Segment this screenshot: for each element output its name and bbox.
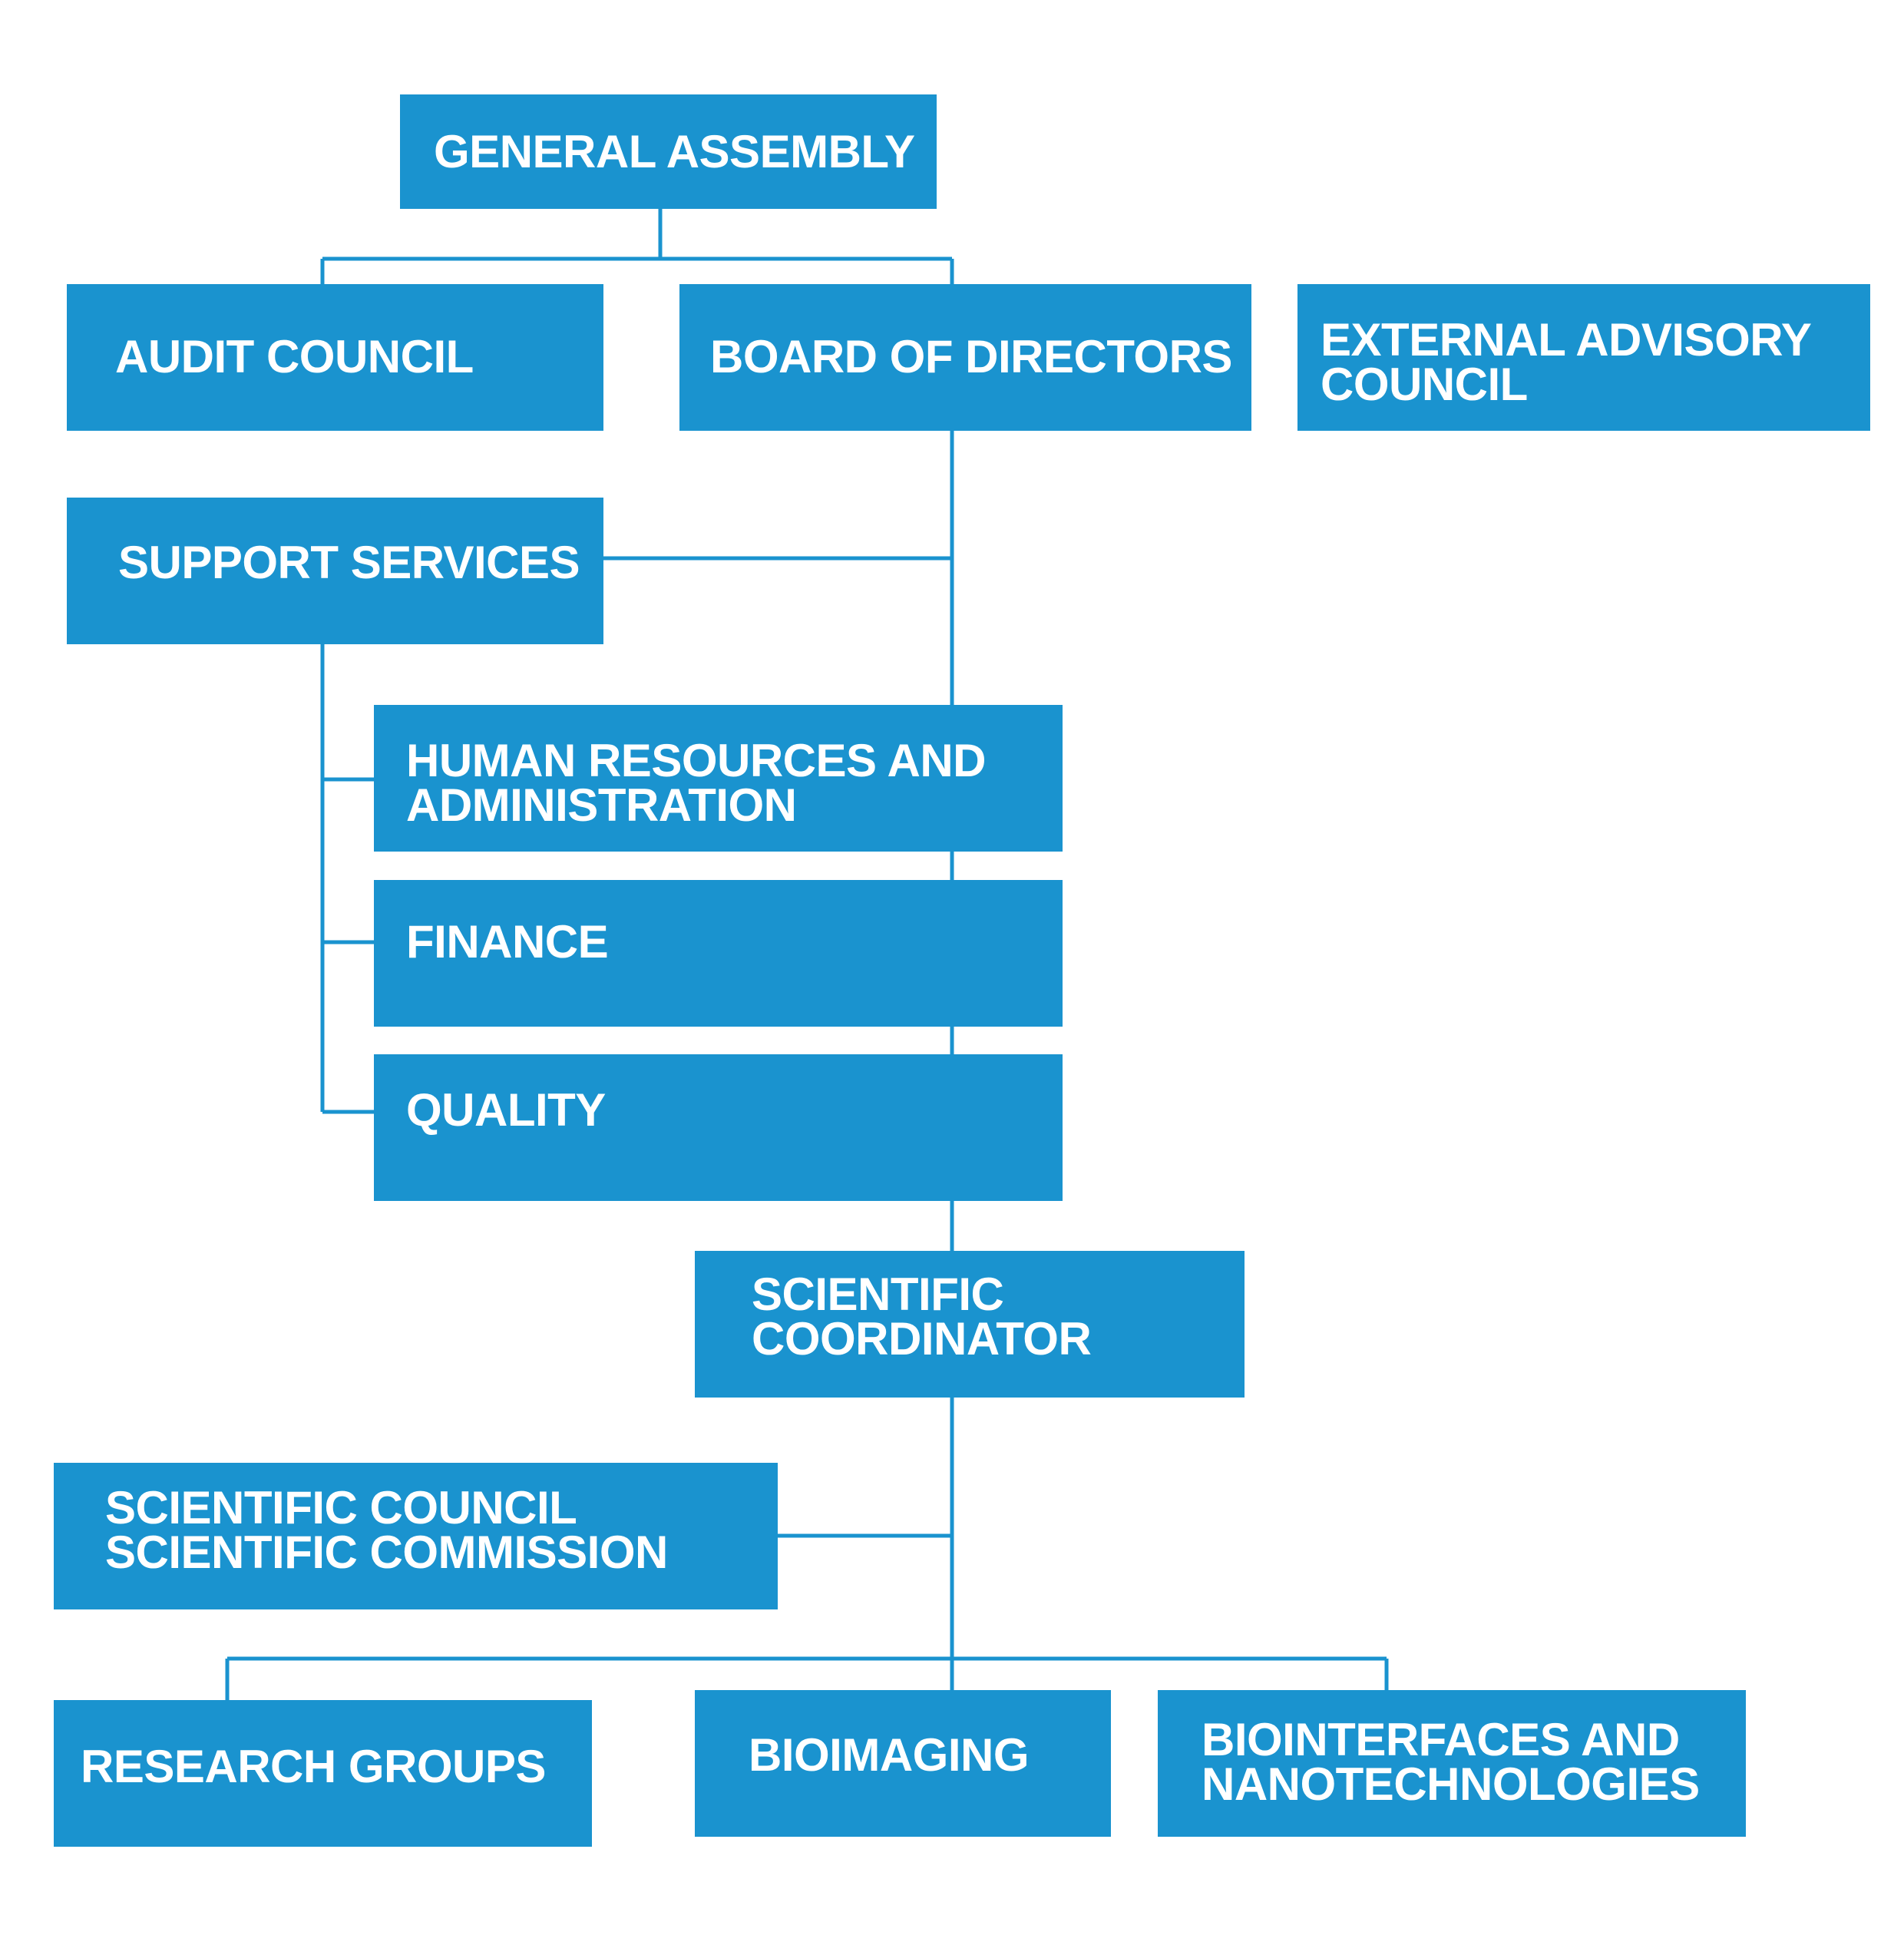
scientific-coordinator-box: SCIENTIFIC COORDINATOR	[695, 1251, 1245, 1398]
finance-box: FINANCE	[374, 880, 1063, 1027]
general-assembly-box: GENERAL ASSEMBLY	[400, 94, 937, 209]
biointerfaces-label: BIOINTERFACES AND NANOTECHNOLOGIES	[1202, 1714, 1700, 1810]
support-services-label: SUPPORT SERVICES	[118, 537, 580, 588]
scientific-coordinator-label: SCIENTIFIC COORDINATOR	[752, 1269, 1092, 1365]
support-services-box: SUPPORT SERVICES	[67, 498, 603, 644]
human-resources-box: HUMAN RESOURCES AND ADMINISTRATION	[374, 705, 1063, 852]
quality-box: QUALITY	[374, 1054, 1063, 1201]
human-resources-label: HUMAN RESOURCES AND ADMINISTRATION	[406, 735, 986, 831]
audit-council-label: AUDIT COUNCIL	[115, 331, 474, 382]
scientific-council-label: SCIENTIFIC COUNCIL SCIENTIFIC COMMISSION	[105, 1482, 668, 1578]
external-advisory-council-label: EXTERNAL ADVISORY COUNCIL	[1321, 314, 1812, 410]
audit-council-box: AUDIT COUNCIL	[67, 284, 603, 431]
scientific-council-box: SCIENTIFIC COUNCIL SCIENTIFIC COMMISSION	[54, 1463, 778, 1609]
research-groups-label: RESEARCH GROUPS	[81, 1741, 546, 1792]
bioimaging-box: BIOIMAGING	[695, 1690, 1111, 1837]
finance-label: FINANCE	[406, 916, 609, 968]
biointerfaces-box: BIOINTERFACES AND NANOTECHNOLOGIES	[1158, 1690, 1746, 1837]
bioimaging-label: BIOIMAGING	[749, 1729, 1030, 1781]
research-groups-box: RESEARCH GROUPS	[54, 1700, 592, 1847]
board-of-directors-label: BOARD OF DIRECTORS	[710, 331, 1232, 382]
external-advisory-council-box: EXTERNAL ADVISORY COUNCIL	[1297, 284, 1870, 431]
quality-label: QUALITY	[406, 1084, 606, 1136]
board-of-directors-box: BOARD OF DIRECTORS	[679, 284, 1251, 431]
general-assembly-label: GENERAL ASSEMBLY	[434, 126, 915, 177]
